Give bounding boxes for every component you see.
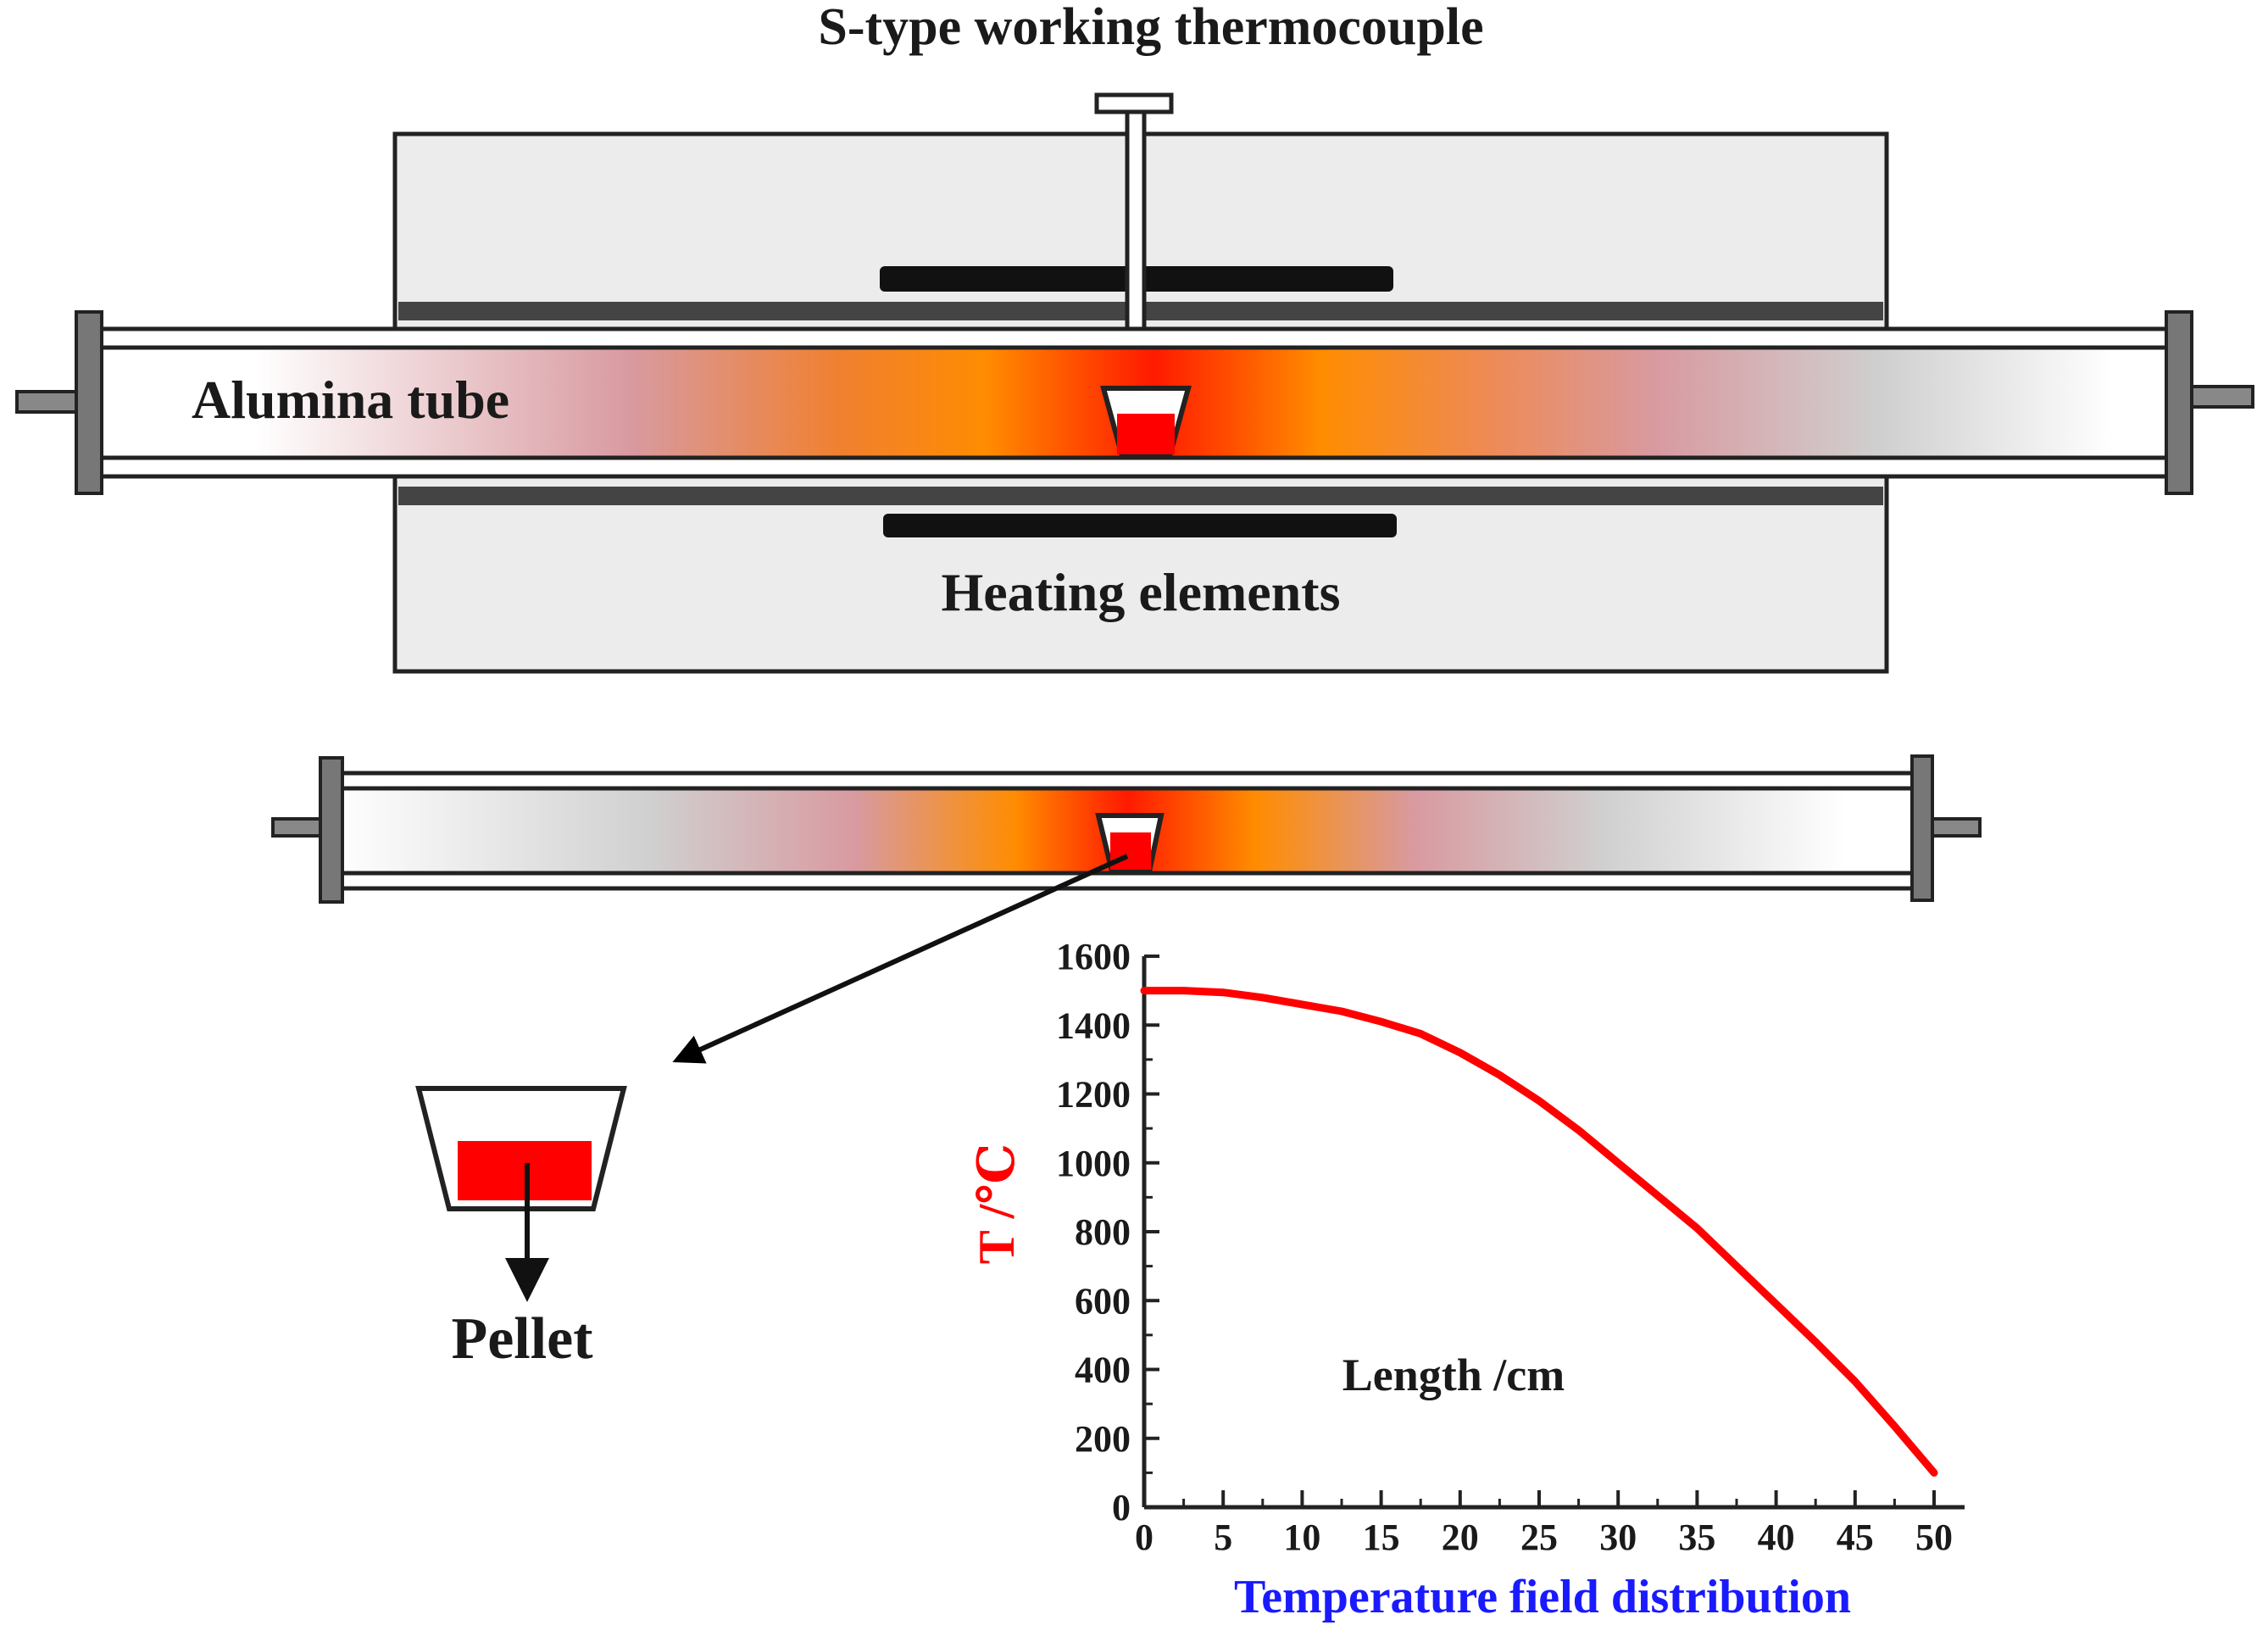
y-tick-label: 200 — [1075, 1418, 1131, 1460]
x-tick-label: 15 — [1363, 1517, 1400, 1558]
temperature-curve — [1140, 987, 1938, 1477]
y-ticks: 0 200 400 600 800 1000 1200 1400 1600 — [1056, 936, 1159, 1528]
pellet-arrow-head — [505, 1258, 549, 1302]
x-tick-label: 35 — [1678, 1517, 1715, 1558]
zoom-arrow — [672, 854, 1129, 1064]
y-tick-label: 1000 — [1056, 1143, 1131, 1184]
y-tick-label: 400 — [1075, 1350, 1131, 1391]
x-tick-label: 40 — [1758, 1517, 1795, 1558]
temperature-chart: 0 5 10 15 20 25 30 35 40 45 50 0 200 400 600 800 1000 12… — [969, 936, 1965, 1623]
crucible-top — [1100, 386, 1192, 459]
y-tick-label: 800 — [1075, 1211, 1131, 1253]
x-ticks: 0 5 10 15 20 25 30 35 40 45 50 — [1135, 1490, 1953, 1558]
y-tick-label: 600 — [1075, 1280, 1131, 1322]
x-tick-label: 20 — [1442, 1517, 1479, 1558]
x-tick-label: 0 — [1135, 1517, 1153, 1558]
heating-element-bottom — [883, 514, 1397, 537]
x-tick-label: 30 — [1599, 1517, 1637, 1558]
y-tick-label: 0 — [1112, 1487, 1131, 1528]
thermocouple-label: S-type working thermocouple — [818, 0, 1483, 56]
chart-xlabel: Length /cm — [1342, 1350, 1565, 1400]
pellet-label: Pellet — [451, 1306, 592, 1372]
chart-caption: Temperature field distribution — [1234, 1571, 1851, 1623]
crucible-enlarged — [415, 1086, 627, 1211]
x-tick-label: 10 — [1283, 1517, 1320, 1558]
x-tick-label: 5 — [1214, 1517, 1232, 1558]
alumina-tube-label: Alumina tube — [192, 370, 509, 430]
chart-ylabel: T /℃ — [969, 1144, 1025, 1265]
x-tick-label: 25 — [1520, 1517, 1558, 1558]
heating-elements-label: Heating elements — [942, 562, 1341, 622]
y-tick-label: 1200 — [1056, 1074, 1131, 1116]
y-tick-label: 1400 — [1056, 1005, 1131, 1046]
x-tick-label: 50 — [1915, 1517, 1953, 1558]
x-tick-label: 45 — [1837, 1517, 1874, 1558]
y-tick-label: 1600 — [1056, 936, 1131, 977]
thermocouple — [1094, 92, 1174, 331]
